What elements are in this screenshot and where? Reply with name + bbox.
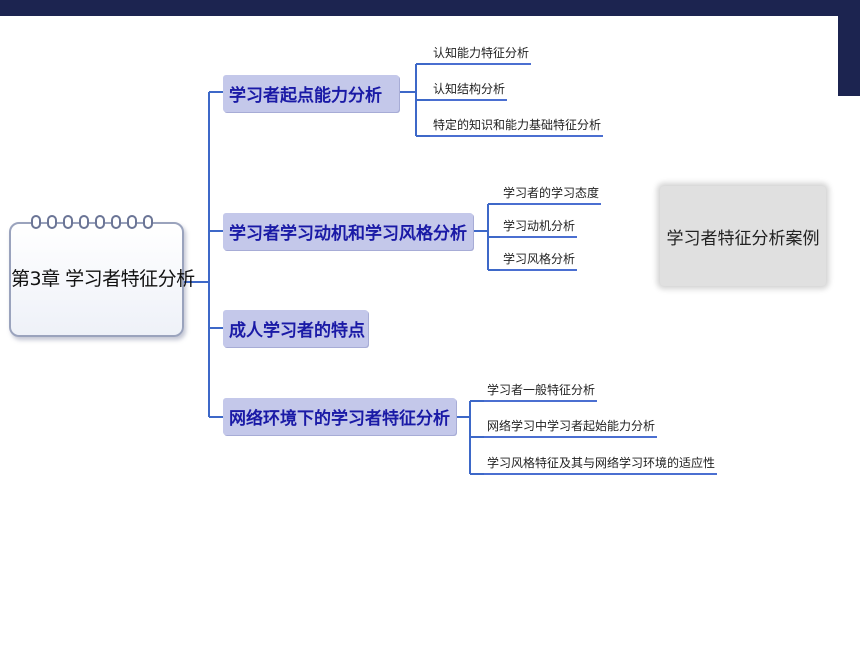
ring-icon xyxy=(95,215,105,229)
leaf-node: 网络学习中学习者起始能力分析 xyxy=(484,417,658,438)
ring-icon xyxy=(47,215,57,229)
ring-icon xyxy=(111,215,121,229)
root-node: 第3章 学习者特征分析 xyxy=(9,215,195,337)
leaf-node: 学习风格特征及其与网络学习环境的适应性 xyxy=(484,454,718,475)
leaf-node: 特定的知识和能力基础特征分析 xyxy=(430,116,604,137)
ring-icon xyxy=(31,215,41,229)
leaf-node: 学习风格分析 xyxy=(500,250,578,271)
branch-motivation-style: 学习者学习动机和学习风格分析 xyxy=(223,213,473,250)
ring-icon xyxy=(127,215,137,229)
branch-adult-learners: 成人学习者的特点 xyxy=(223,310,368,347)
branch-starting-ability: 学习者起点能力分析 xyxy=(223,75,399,112)
ring-icon xyxy=(143,215,153,229)
leaf-node: 学习者一般特征分析 xyxy=(484,381,598,402)
leaf-node: 学习动机分析 xyxy=(500,217,578,238)
branch-network-environment: 网络环境下的学习者特征分析 xyxy=(223,398,456,435)
ring-icon xyxy=(79,215,89,229)
header-bar xyxy=(0,0,860,16)
ring-icon xyxy=(63,215,73,229)
corner-block xyxy=(838,16,860,96)
case-study-box: 学习者特征分析案例 xyxy=(660,186,826,286)
leaf-node: 认知结构分析 xyxy=(430,80,508,101)
leaf-node: 学习者的学习态度 xyxy=(500,184,602,205)
leaf-node: 认知能力特征分析 xyxy=(430,44,532,65)
root-label: 第3章 学习者特征分析 xyxy=(11,268,195,290)
notebook-rings xyxy=(31,215,153,231)
